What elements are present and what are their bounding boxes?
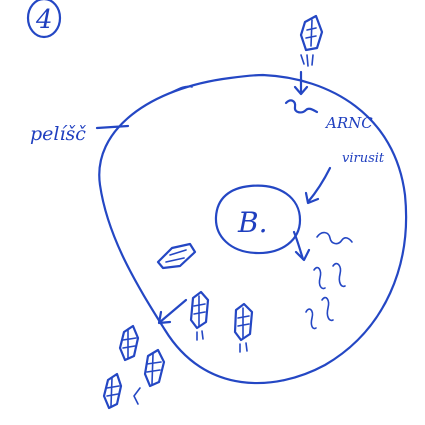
label-arrow xyxy=(306,168,330,203)
figure-number-text: 4 xyxy=(35,5,53,35)
nucleus-label: B. xyxy=(237,206,267,239)
rna-label-line2: virusit xyxy=(342,151,385,166)
virus-particle-icon xyxy=(145,350,164,386)
virus-tail-mark xyxy=(134,388,140,404)
membrane-label: pelíšč xyxy=(30,123,86,145)
arrow-icon xyxy=(295,72,307,94)
nucleus: B. xyxy=(216,186,300,253)
virus-particle-icon xyxy=(158,244,195,268)
rna-strand-icon xyxy=(306,309,316,328)
rna-strand-icon xyxy=(322,298,333,321)
rna-strand-icon xyxy=(314,268,325,289)
virus-particle-icon xyxy=(120,326,138,360)
rna-strand-icon xyxy=(317,233,352,244)
rna-strand-icon xyxy=(333,264,345,287)
virus-particle-icon xyxy=(104,374,121,408)
rna-label: ARNC xyxy=(324,114,373,132)
membrane-pointer-line xyxy=(97,126,128,128)
exit-arrow xyxy=(159,300,186,323)
virus-particle-icon xyxy=(301,16,322,66)
rna-strand-icon xyxy=(286,100,317,112)
virus-particle-icon xyxy=(235,304,252,352)
nucleus-exit-arrow xyxy=(294,232,309,260)
virus-particle-icon xyxy=(191,292,208,340)
figure-number: 4 xyxy=(28,0,60,37)
